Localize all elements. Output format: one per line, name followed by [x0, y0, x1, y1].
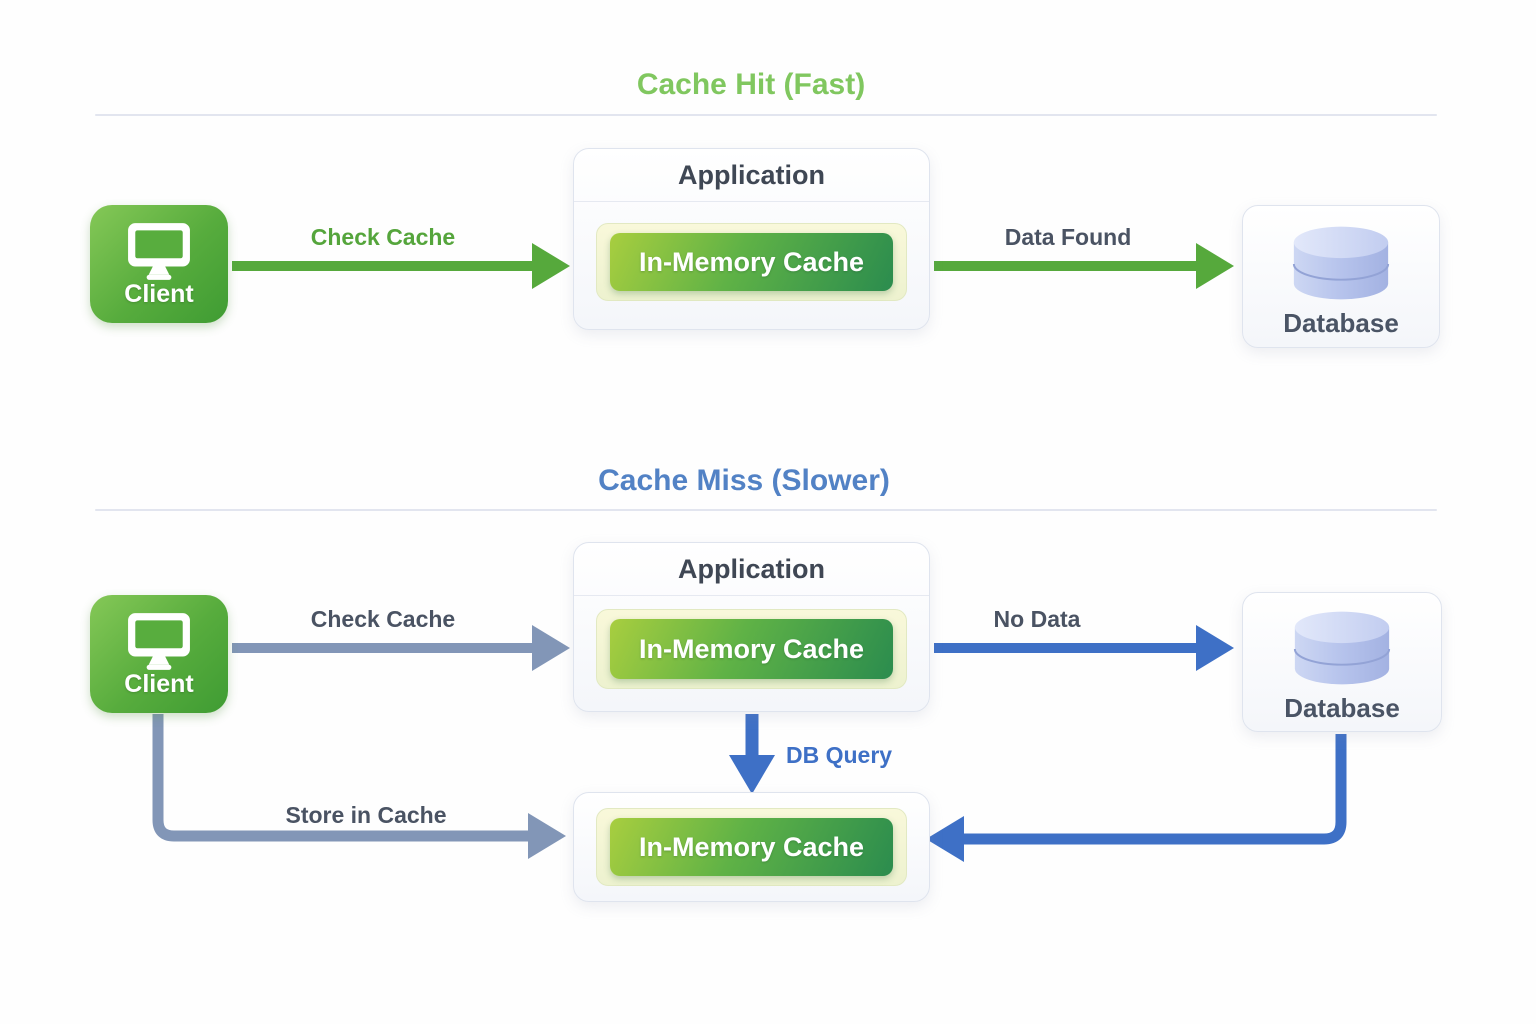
- arrow-no-data: [934, 625, 1234, 671]
- cache-hit-title: Cache Hit (Fast): [636, 68, 866, 101]
- data-found-label: Data Found: [1004, 224, 1132, 250]
- database-icon: [1293, 611, 1391, 685]
- check-cache-label-miss: Check Cache: [310, 606, 456, 632]
- monitor-icon: [128, 223, 190, 280]
- check-cache-label-hit: Check Cache: [310, 224, 456, 250]
- miss-section-divider: [95, 509, 1437, 511]
- database-card-hit: Database: [1242, 205, 1440, 348]
- cache-container: In-Memory Cache: [596, 223, 907, 301]
- cache-container: In-Memory Cache: [596, 609, 907, 689]
- database-label: Database: [1284, 693, 1400, 723]
- arrow-store-in-cache: [152, 714, 566, 859]
- in-memory-cache-button: In-Memory Cache: [610, 619, 893, 679]
- monitor-icon: [128, 613, 190, 670]
- application-title: Application: [574, 543, 929, 596]
- arrow-db-return: [926, 734, 1347, 862]
- database-card-miss: Database: [1242, 592, 1442, 732]
- no-data-label: No Data: [993, 606, 1081, 632]
- database-icon: [1292, 226, 1390, 299]
- client-node-miss: Client: [90, 595, 228, 713]
- store-in-cache-label: Store in Cache: [285, 802, 447, 828]
- client-node-hit: Client: [90, 205, 228, 323]
- application-card-hit: Application In-Memory Cache: [573, 148, 930, 330]
- in-memory-cache-button: In-Memory Cache: [610, 233, 893, 291]
- client-label: Client: [124, 670, 194, 698]
- hit-section-divider: [95, 114, 1437, 116]
- application-title: Application: [574, 149, 929, 202]
- arrow-db-query: [729, 714, 775, 794]
- cache-miss-title: Cache Miss (Slower): [598, 464, 890, 497]
- in-memory-cache-button: In-Memory Cache: [610, 818, 893, 876]
- client-label: Client: [124, 280, 194, 308]
- database-label: Database: [1283, 307, 1399, 338]
- db-query-label: DB Query: [786, 742, 893, 768]
- store-cache-card: In-Memory Cache: [573, 792, 930, 902]
- cache-container: In-Memory Cache: [596, 808, 907, 886]
- application-card-miss: Application In-Memory Cache: [573, 542, 930, 712]
